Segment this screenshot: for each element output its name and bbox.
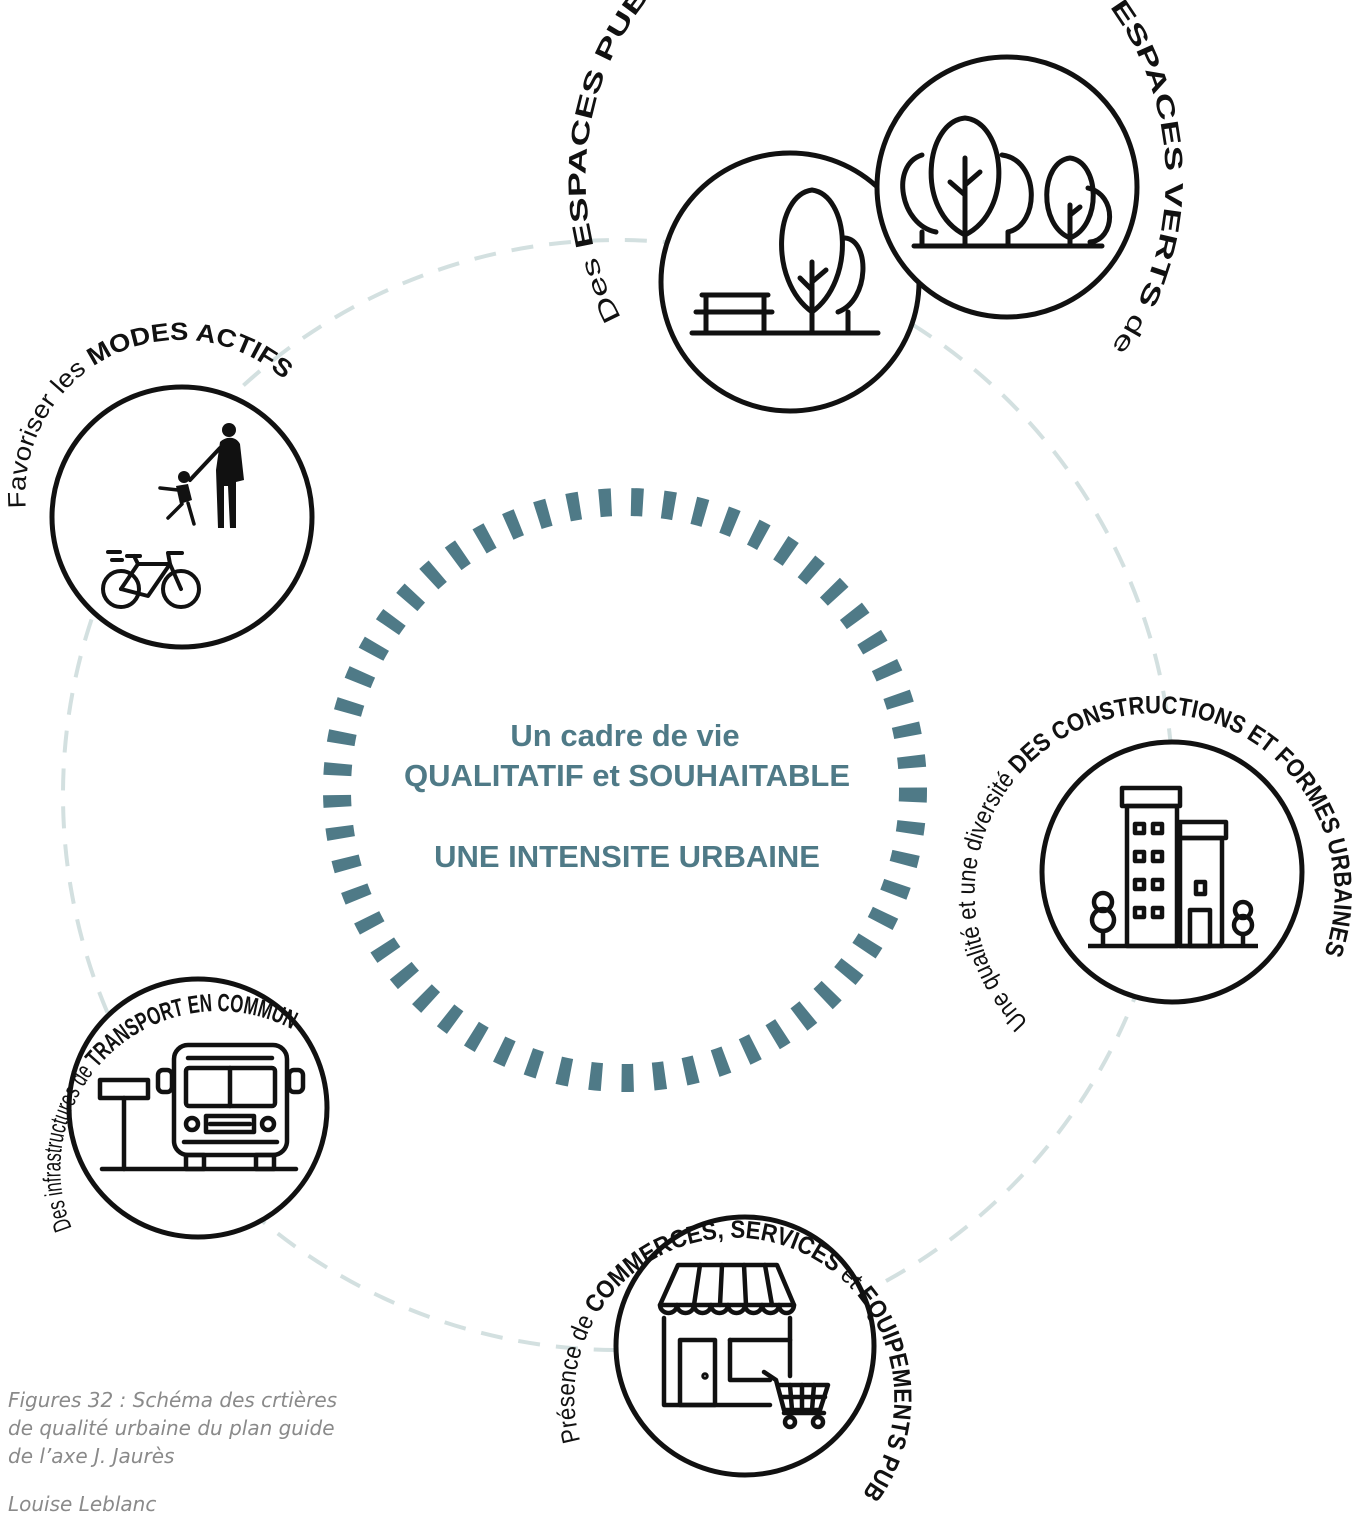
commerces-label-part: Présence de	[552, 1304, 603, 1447]
figure-caption: Figures 32 : Schéma des crtières de qual…	[8, 1388, 338, 1468]
constructions-label-part: Une qualité et une diversité	[953, 761, 1033, 1037]
buildings-circle	[1039, 739, 1305, 1005]
active-modes-circle	[49, 384, 315, 650]
active-modes-group	[49, 384, 315, 650]
commerce-group	[613, 1214, 877, 1478]
buildings-icon	[1088, 785, 1258, 949]
bench-tree-icon	[689, 187, 881, 336]
buildings-group	[1039, 739, 1305, 1005]
transport-group	[66, 976, 330, 1240]
center-subtitle: QUALITATIF et SOUHAITABLE	[404, 758, 850, 793]
center-title: Un cadre de vie	[510, 718, 739, 753]
pedestrians-icon	[158, 423, 244, 528]
public-space-group	[658, 150, 922, 414]
figure-author: Louise Leblanc	[8, 1492, 157, 1516]
center-tagline: UNE INTENSITE URBAINE	[434, 839, 820, 874]
center-ring	[323, 488, 927, 1092]
bus-icon	[97, 1042, 306, 1172]
modes-label-part: MODES ACTIFS	[82, 318, 298, 384]
bicycle-icon	[101, 550, 201, 609]
green-space-circle	[874, 54, 1140, 320]
espaces-label-part: Des	[572, 245, 626, 328]
trees-icon	[900, 115, 1112, 249]
espaces-label-part: qualitatifs et variés et des	[701, 0, 1127, 10]
green-space-group	[874, 54, 1140, 320]
shop-cart-icon	[657, 1262, 831, 1430]
